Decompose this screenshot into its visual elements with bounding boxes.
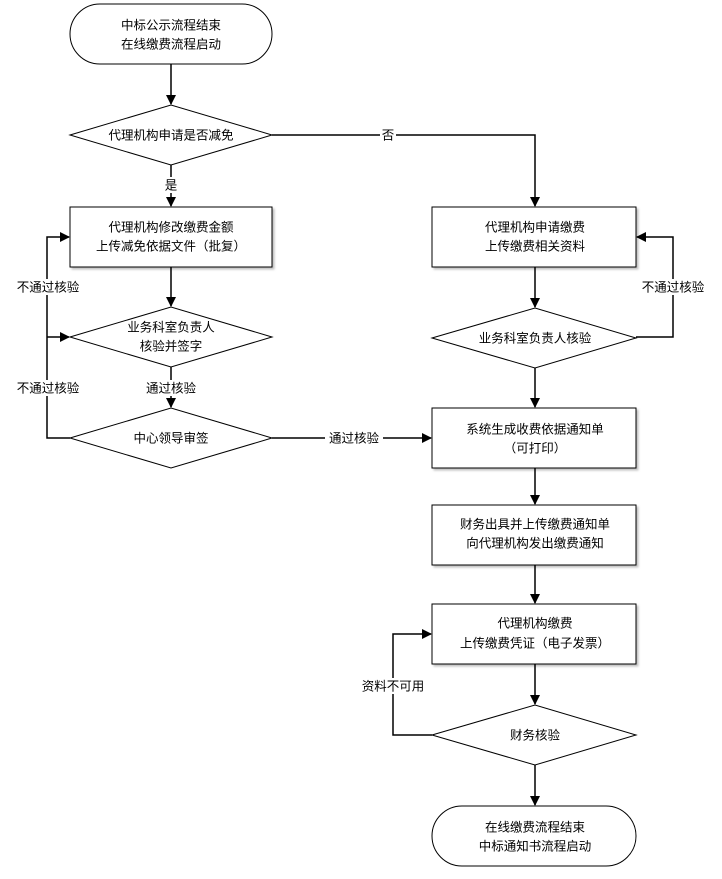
label-pass-2: 通过核验 [329, 431, 380, 446]
process-agency-pay: 代理机构缴费 上传缴费凭证（电子发票） [431, 603, 637, 665]
label-pass-1: 通过核验 [146, 381, 197, 396]
pay-line-2: 上传缴费凭证（电子发票） [460, 636, 610, 651]
notice-line-1: 系统生成收费依据通知单 [466, 422, 604, 437]
start-line-2: 在线缴费流程启动 [121, 37, 221, 52]
decision-dept-sign: 业务科室负责人 核验并签字 [68, 306, 274, 368]
end-line-1: 在线缴费流程结束 [485, 820, 586, 835]
process-finance-issue: 财务出具并上传缴费通知单 向代理机构发出缴费通知 [431, 504, 637, 566]
pay-line-1: 代理机构缴费 [497, 616, 572, 631]
finance-line-1: 财务出具并上传缴费通知单 [460, 517, 610, 532]
label-no: 否 [382, 128, 395, 143]
process-generate-notice: 系统生成收费依据通知单 （可打印） [431, 407, 637, 469]
edge-labels: 否 是 不通过核验 不通过核验 通过核验 通过核验 不通过核验 资料不可用 [14, 127, 707, 694]
label-fail-2: 不通过核验 [17, 381, 80, 396]
start-line-1: 中标公示流程结束 [121, 18, 222, 33]
end-line-2: 中标通知书流程启动 [479, 839, 592, 854]
label-yes: 是 [165, 178, 178, 193]
finance-line-2: 向代理机构发出缴费通知 [466, 536, 604, 551]
label-fail-right: 不通过核验 [642, 280, 705, 295]
decision-reduction: 代理机构申请是否减免 [68, 104, 274, 166]
modify-line-2: 上传减免依据文件（批复） [96, 239, 246, 254]
modify-line-1: 代理机构修改缴费金额 [108, 220, 234, 235]
label-fail-1: 不通过核验 [17, 280, 80, 295]
decision-leader-sign: 中心领导审签 [68, 407, 274, 469]
dept-verify-text: 业务科室负责人核验 [479, 331, 592, 346]
leader-sign-text: 中心领导审签 [133, 431, 209, 446]
dept-sign-line-1: 业务科室负责人 [127, 320, 215, 335]
end-terminator: 在线缴费流程结束 中标通知书流程启动 [431, 805, 637, 867]
decision-finance-verify: 财务核验 [430, 704, 638, 766]
finance-verify-text: 财务核验 [510, 728, 561, 743]
decision-dept-verify: 业务科室负责人核验 [430, 307, 638, 369]
dept-sign-line-2: 核验并签字 [140, 339, 203, 354]
arrow-no-branch [272, 134, 540, 207]
notice-line-2: （可打印） [504, 441, 567, 456]
process-apply-payment: 代理机构申请缴费 上传缴费相关资料 [431, 206, 637, 268]
label-unusable: 资料不可用 [362, 679, 425, 694]
start-terminator: 中标公示流程结束 在线缴费流程启动 [69, 3, 273, 65]
apply-line-1: 代理机构申请缴费 [485, 220, 585, 235]
apply-line-2: 上传缴费相关资料 [485, 239, 586, 254]
process-modify-amount: 代理机构修改缴费金额 上传减免依据文件（批复） [69, 206, 273, 268]
decision-reduction-text: 代理机构申请是否减免 [108, 128, 233, 143]
